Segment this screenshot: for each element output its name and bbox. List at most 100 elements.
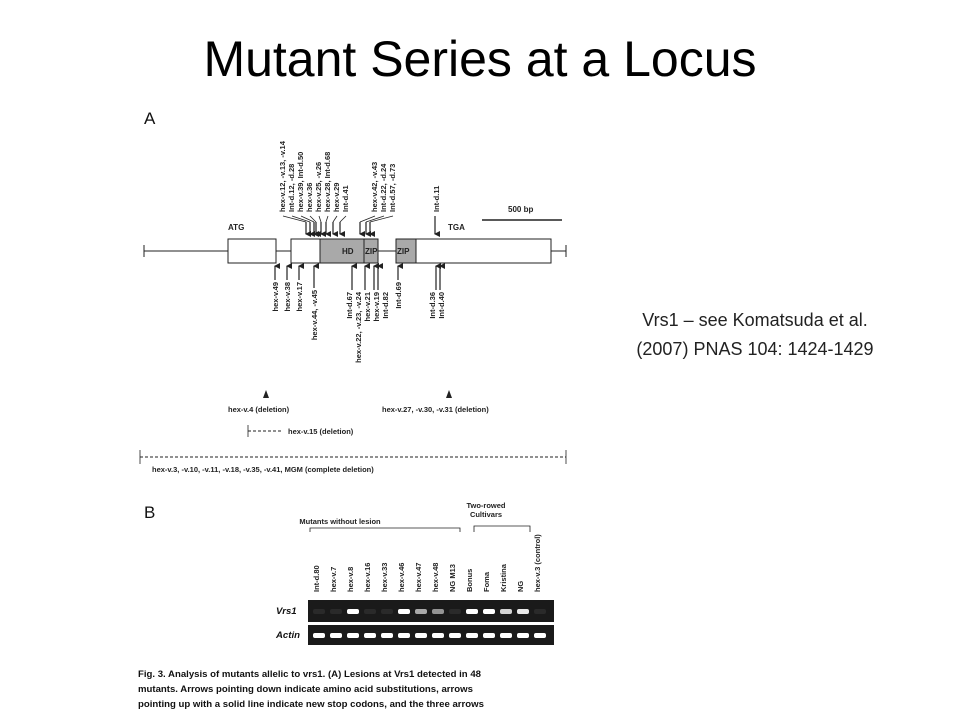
band-vrs1-3 (347, 609, 359, 614)
band-vrs1-4 (364, 609, 376, 614)
label-up-12: Int-d.11 (432, 186, 441, 212)
arrows-up (274, 263, 445, 290)
label-up-1: hex-v.12, -v.13, -v.14 (278, 140, 287, 212)
label-down-8: hex-v.19 (372, 292, 381, 321)
band-actin-4 (364, 633, 376, 638)
band-actin-14 (534, 633, 546, 638)
band-vrs1-14 (534, 609, 546, 614)
label-up-3: hex-v.39, Int-d.50 (296, 152, 305, 212)
deletion-right-label: hex-v.27, -v.30, -v.31 (deletion) (382, 405, 489, 414)
lane-label-12: Kristina (499, 563, 508, 592)
label-up-6: hex-v.28, Int-d.68 (323, 152, 332, 212)
gel-row-label-vrs1: Vrs1 (276, 606, 297, 617)
band-actin-1 (313, 633, 325, 638)
bands-actin (313, 633, 546, 638)
label-down-3: hex-v.17 (295, 282, 304, 311)
band-actin-12 (500, 633, 512, 638)
gel-vrs1 (308, 600, 554, 622)
scale-label: 500 bp (508, 205, 533, 214)
band-vrs1-10 (466, 609, 478, 614)
group-cultivars-label-2: Cultivars (470, 510, 502, 519)
label-down-2: hex-v.38 (283, 282, 292, 311)
lane-label-10: Bonus (465, 569, 474, 592)
band-actin-9 (449, 633, 461, 638)
lane-labels: Int-d.80 hex-v.7 hex-v.8 hex-v.16 hex-v.… (312, 534, 542, 592)
arrows-down (305, 216, 440, 237)
label-down-4: hex-v.44, -v.45 (310, 290, 319, 340)
label-up-11: Int-d.57, -d.73 (388, 164, 397, 212)
label-up-5: hex-v.25, -v.26 (314, 162, 323, 212)
label-down-11: Int-d.36 (428, 292, 437, 319)
lane-label-2: hex-v.7 (329, 567, 338, 592)
zip-label-2: ZIP (397, 247, 410, 256)
band-vrs1-9 (449, 609, 461, 614)
deletion-mid-label: hex-v.15 (deletion) (288, 427, 354, 436)
band-actin-11 (483, 633, 495, 638)
lane-label-14: hex-v.3 (control) (533, 534, 542, 592)
deletions: hex-v.4 (deletion) hex-v.27, -v.30, -v.3… (139, 390, 567, 474)
band-vrs1-5 (381, 609, 393, 614)
complete-deletion-label: hex-v.3, -v.10, -v.11, -v.18, -v.35, -v.… (152, 465, 374, 474)
band-actin-13 (517, 633, 529, 638)
band-vrs1-13 (517, 609, 529, 614)
tga-label: TGA (448, 223, 465, 232)
band-vrs1-2 (330, 609, 342, 614)
figure-svg: A hex-v.12, -v.13, -v.14 Int-d.12, -d.28… (138, 109, 567, 710)
band-actin-8 (432, 633, 444, 638)
label-down-12: Int-d.40 (437, 292, 446, 319)
caption-line-2: mutants. Arrows pointing down indicate a… (138, 684, 473, 695)
lane-label-3: hex-v.8 (346, 567, 355, 592)
label-down-7: hex-v.21 (363, 292, 372, 321)
lane-label-5: hex-v.33 (380, 563, 389, 592)
figure-image: A hex-v.12, -v.13, -v.14 Int-d.12, -d.28… (130, 100, 580, 720)
lane-label-11: Foma (482, 571, 491, 592)
group-mutants-label: Mutants without lesion (299, 517, 381, 526)
label-down-6: hex-v.22, -v.23, -v.24 (354, 291, 363, 363)
label-up-4: hex-v.36 (305, 183, 314, 212)
bands-vrs1 (313, 609, 546, 614)
deletion-left-label: hex-v.4 (deletion) (228, 405, 290, 414)
lane-label-6: hex-v.46 (397, 563, 406, 592)
citation-line-1: Vrs1 – see Komatsuda et al. (642, 310, 868, 330)
band-vrs1-8 (432, 609, 444, 614)
band-actin-5 (381, 633, 393, 638)
label-up-9: hex-v.42, -v.43 (370, 162, 379, 212)
mutation-labels-bottom: hex-v.49 hex-v.38 hex-v.17 hex-v.44, -v.… (271, 282, 446, 363)
lane-label-8: hex-v.48 (431, 563, 440, 592)
lane-label-4: hex-v.16 (363, 563, 372, 592)
label-up-2: Int-d.12, -d.28 (287, 164, 296, 212)
caption-line-1: Fig. 3. Analysis of mutants allelic to v… (138, 669, 482, 680)
hd-domain (319, 238, 365, 264)
group-cultivars-label-1: Two-rowed (466, 501, 505, 510)
band-vrs1-6 (398, 609, 410, 614)
gel-row-label-actin: Actin (275, 630, 300, 641)
lane-label-13: NG (516, 581, 525, 592)
band-actin-6 (398, 633, 410, 638)
band-vrs1-1 (313, 609, 325, 614)
label-up-8: Int-d.41 (341, 185, 350, 212)
label-down-1: hex-v.49 (271, 282, 280, 311)
panel-b-label: B (144, 503, 155, 522)
band-vrs1-11 (483, 609, 495, 614)
band-vrs1-12 (500, 609, 512, 614)
citation-line-2: (2007) PNAS 104: 1424-1429 (636, 339, 874, 359)
lane-label-7: hex-v.47 (414, 563, 423, 592)
label-up-10: Int-d.22, -d.24 (379, 163, 388, 212)
label-down-9: Int-d.82 (381, 292, 390, 319)
gel-actin (308, 625, 554, 645)
label-down-10: Int-d.69 (394, 282, 403, 309)
band-actin-10 (466, 633, 478, 638)
label-up-7: hex-v.29 (332, 183, 341, 212)
leader-lines (282, 215, 394, 223)
band-vrs1-7 (415, 609, 427, 614)
band-actin-2 (330, 633, 342, 638)
band-actin-7 (415, 633, 427, 638)
atg-label: ATG (228, 223, 244, 232)
zip-label-1: ZIP (365, 247, 378, 256)
zip-domain-1 (363, 238, 379, 264)
lane-label-9: NG M13 (448, 564, 457, 592)
band-actin-3 (347, 633, 359, 638)
gene-model: HD ZIP ZIP (143, 238, 567, 264)
label-down-5: Int-d.67 (345, 292, 354, 319)
citation: Vrs1 – see Komatsuda et al. (2007) PNAS … (600, 306, 910, 364)
